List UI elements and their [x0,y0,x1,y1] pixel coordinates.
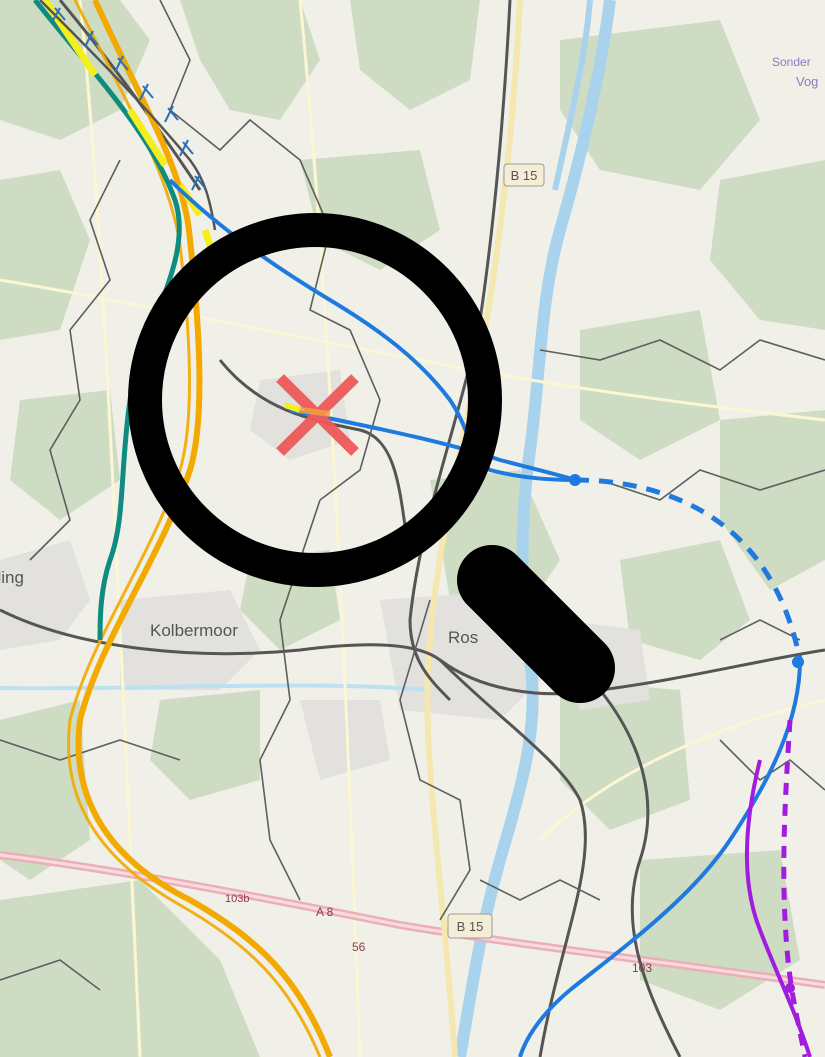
route-node [785,983,795,993]
road-shield-b15-north: B 15 [503,163,545,187]
magnifier-icon [128,213,615,703]
route-purple [744,759,812,1057]
railway-ticks [51,7,206,191]
road-label-a8: A 8 [316,905,334,919]
route-node [569,474,581,486]
route-blue-south [518,659,802,1057]
route-node [792,656,804,668]
exit-label-103: 103 [632,961,652,975]
place-label-vog: Vog [796,74,818,89]
route-yellow [42,0,219,262]
svg-text:B 15: B 15 [511,168,538,183]
road-label-56: 56 [352,940,366,954]
route-purple-dashed [781,719,808,1057]
stream [0,683,431,692]
railway-ticked [39,0,217,231]
road-shield-b15-south: B 15 [447,913,493,939]
x-marker-icon [276,374,359,456]
place-label-kolbermoor: Kolbermoor [150,621,238,640]
river [454,0,616,1057]
route-orange [75,0,333,1057]
place-label-ling: oling [0,568,24,587]
exit-label-103b: 103b [225,893,249,905]
svg-text:B 15: B 15 [457,919,484,934]
route-blue-dashed [574,477,803,661]
river-arm [552,0,593,191]
place-label-sonder: Sonder [772,55,811,69]
place-label-rosenheim: Ros [448,628,478,647]
